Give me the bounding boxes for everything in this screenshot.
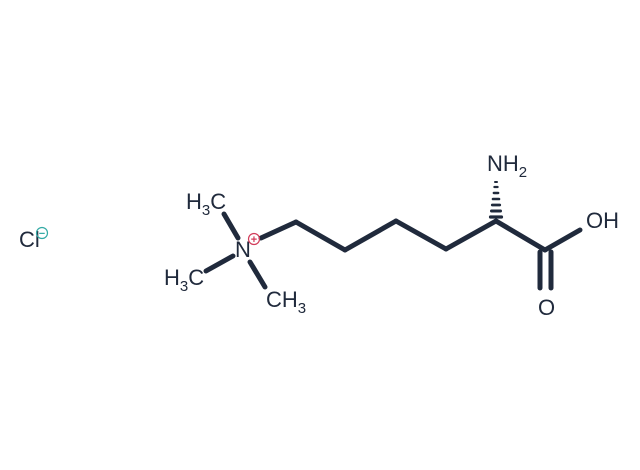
charge-sign: + bbox=[251, 234, 257, 246]
negative-charge-icon: − bbox=[35, 226, 49, 240]
bond-n-ch3-bottom bbox=[247, 259, 268, 290]
nitrogen-label: N bbox=[235, 237, 251, 262]
charge-sign: − bbox=[39, 228, 45, 240]
bond-n-c1 bbox=[258, 219, 299, 241]
carbonyl-oxygen-label: O bbox=[538, 295, 555, 320]
methyl-left-h: H bbox=[164, 265, 180, 290]
bond-n-ch3-top bbox=[221, 211, 241, 241]
bond-c2-c3 bbox=[342, 218, 399, 253]
chloride-label: Cl bbox=[19, 227, 40, 252]
amino-symbol: NH bbox=[487, 151, 519, 176]
methyl-top-h: H bbox=[186, 189, 202, 214]
stereo-hash-bond bbox=[488, 181, 504, 219]
charge-circle bbox=[247, 232, 261, 246]
methyl-bottom-subscript: 3 bbox=[298, 300, 306, 317]
bond-ccarboxyl-oh bbox=[542, 227, 583, 253]
methyl-left-c: C bbox=[188, 265, 204, 290]
hydroxyl-label: OH bbox=[586, 208, 619, 233]
methyl-left-label: H3C bbox=[164, 265, 204, 295]
bond-n-ch3-left bbox=[203, 253, 236, 274]
charge-circle bbox=[35, 226, 49, 240]
bond-c1-c2 bbox=[293, 219, 348, 253]
methyl-top-subscript: 3 bbox=[202, 202, 210, 219]
bond-calpha-ccarboxyl bbox=[493, 218, 548, 253]
methyl-top-label: H3C bbox=[186, 189, 226, 219]
methyl-bottom-label: CH3 bbox=[266, 287, 306, 317]
bond-c3-c4 bbox=[393, 218, 449, 252]
amino-group-label: NH2 bbox=[487, 151, 527, 181]
methyl-left-subscript: 3 bbox=[180, 278, 188, 295]
amino-subscript: 2 bbox=[519, 164, 527, 181]
bond-c4-calpha bbox=[443, 218, 499, 252]
methyl-bottom-symbol: CH bbox=[266, 287, 298, 312]
positive-charge-icon: + bbox=[247, 232, 261, 246]
methyl-top-c: C bbox=[210, 189, 226, 214]
